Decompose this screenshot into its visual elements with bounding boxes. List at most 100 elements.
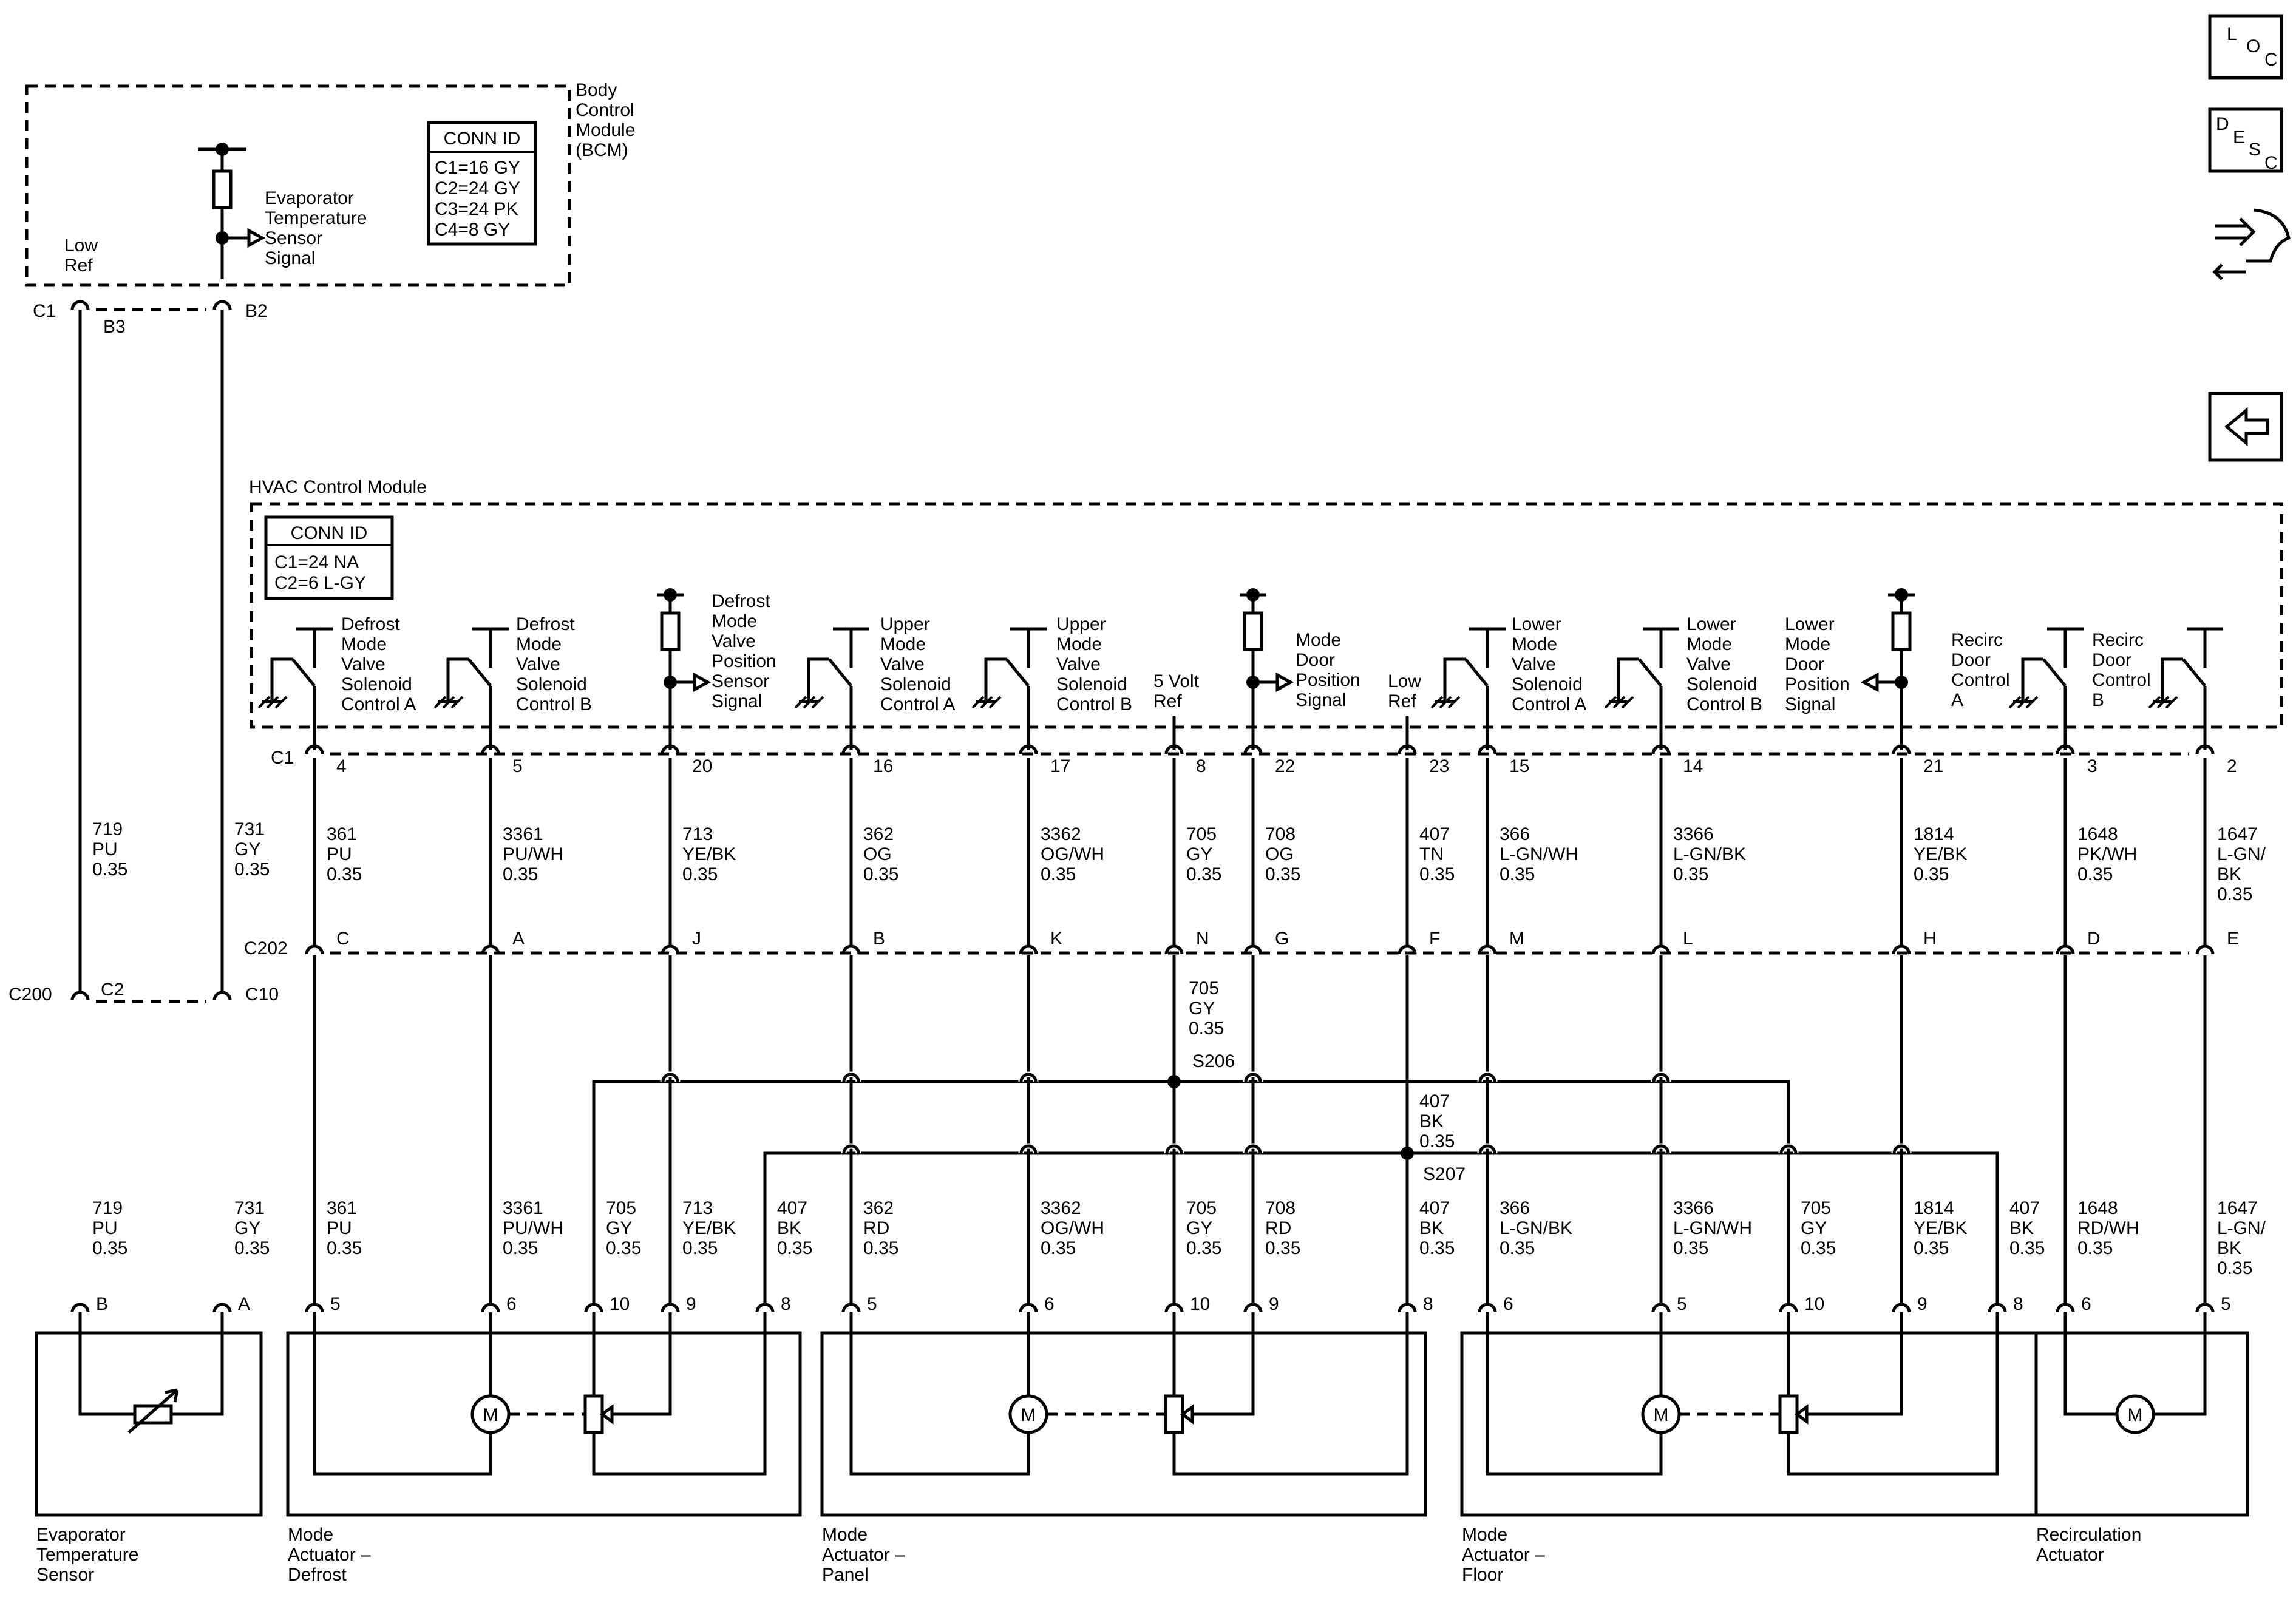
wiper-arrow-icon [599,1404,614,1425]
hvac-function-label: Mode [880,634,926,654]
wire-crossing [1019,1144,1038,1154]
c202-pin: D [2087,929,2101,949]
motor-label: M [1654,1405,1669,1425]
hvac-function-label: Lower [1686,614,1736,634]
bcm-low-ref: Ref [64,256,93,276]
wire-label: 3362 [1041,824,1081,844]
wire-label: 362 [863,824,894,844]
wire-label: 1648 [2077,824,2118,844]
component-pin-number: 6 [1044,1294,1055,1314]
wiper-arrow-icon [1180,1404,1194,1425]
component-name: Sensor [36,1565,94,1585]
component-name: Panel [822,1565,869,1585]
wire-label: YE/BK [1914,1218,1967,1238]
s207-label: S207 [1423,1164,1466,1184]
terminal-dot [216,143,229,156]
wire-label: 719 [92,819,123,839]
switch-arm [807,657,852,702]
wire-crossing [1165,1144,1183,1154]
wire-label: BK [777,1218,801,1238]
hvac-function-label: Defrost [341,614,400,634]
connector-pin [841,744,861,754]
connector-pin [305,744,324,754]
switch-arm [446,657,492,702]
wire-label: OG/WH [1041,844,1104,864]
wire-label: L-GN/BK [1500,1218,1572,1238]
ground-icon [257,696,288,709]
wire-label: 0.35 [1186,1238,1221,1258]
component-pin-number: 5 [867,1294,877,1314]
connector-pin [2056,744,2075,754]
connector-pin [1243,944,1263,955]
wire-label: 0.35 [1500,864,1535,884]
wire-crossing [1478,1144,1496,1154]
component-pin-number: 5 [1677,1294,1687,1314]
back-arrow-icon[interactable] [2208,392,2283,462]
wire-label: PU [92,839,118,859]
hvac-function-label: Control B [1056,694,1132,714]
wire-label: OG [863,844,892,864]
switch-arm [984,657,1030,702]
c202-pin: F [1429,929,1440,949]
wire-label: 407 [1419,1091,1450,1111]
bcm-conn-id-table [427,121,537,246]
connector-pin [1651,944,1671,955]
desc-icon-letter: D [2216,114,2229,134]
wire-label: YE/BK [682,1218,736,1238]
wire-label: 0.35 [1265,1238,1300,1258]
connector-pin [755,1303,775,1313]
hvac-conn-id-header: CONN ID [291,523,368,543]
wire-label: 0.35 [234,1238,270,1258]
connector-pin [1164,744,1184,754]
component-name: Evaporator [36,1525,126,1545]
connector-pin [841,1303,861,1313]
hvac-function-label: Solenoid [1686,674,1758,694]
hvac-function-label: Control A [1512,694,1586,714]
c202-pin: B [873,929,885,949]
bcm-conn-id: C4=8 GY [435,220,510,240]
wire-label: 1647 [2217,1198,2258,1218]
wire-label: 366 [1500,824,1530,844]
component-name: Temperature [36,1545,138,1565]
pot-lead [1172,1333,1409,1476]
connector-pin [2195,944,2215,955]
connector-pin [1243,1303,1263,1313]
motor-label: M [1021,1405,1036,1425]
hvac-function-label: Solenoid [516,674,587,694]
component-pin-number: 9 [1917,1294,1927,1314]
wire-label: 407 [1419,1198,1450,1218]
hvac-title: HVAC Control Module [249,477,427,497]
desc-icon[interactable] [2208,107,2283,173]
hvac-pin-number: 15 [1509,756,1529,776]
hvac-conn-id: C2=6 L-GY [274,573,366,593]
pull-up-resistor [212,169,233,209]
loc-icon[interactable] [2208,14,2283,80]
component-pin-number: 5 [330,1294,341,1314]
c202-pin: H [1923,929,1937,949]
bcm-title: Module [576,120,635,140]
connector-pin [1019,944,1038,955]
hvac-function-label: Valve [712,631,756,651]
wire-label: 0.35 [1419,1238,1455,1258]
hvac-function-label: Upper [1056,614,1106,634]
back-arrow-icon [2224,407,2269,447]
wire-label: 1814 [1914,1198,1954,1218]
hvac-function-label: Mode [1785,634,1830,654]
thermistor-icon [133,1404,173,1425]
desc-icon-letter: C [2264,153,2278,173]
c200-pin: C10 [245,985,279,1005]
component-name: Actuator [2036,1545,2104,1565]
bcm-signal-label: Evaporator [265,188,354,208]
motor-lead [849,1333,1030,1476]
wire-label: PU [327,1218,352,1238]
connector-pin [1243,744,1263,754]
wire-label: 407 [777,1198,807,1218]
ground-icon [2148,696,2178,709]
component-name: Defrost [288,1565,347,1585]
wire-label: RD/WH [2077,1218,2139,1238]
connector-pin [481,944,500,955]
wire-label: 407 [1419,824,1450,844]
hvac-function-label: Mode [1056,634,1102,654]
wire-label: 0.35 [503,864,538,884]
